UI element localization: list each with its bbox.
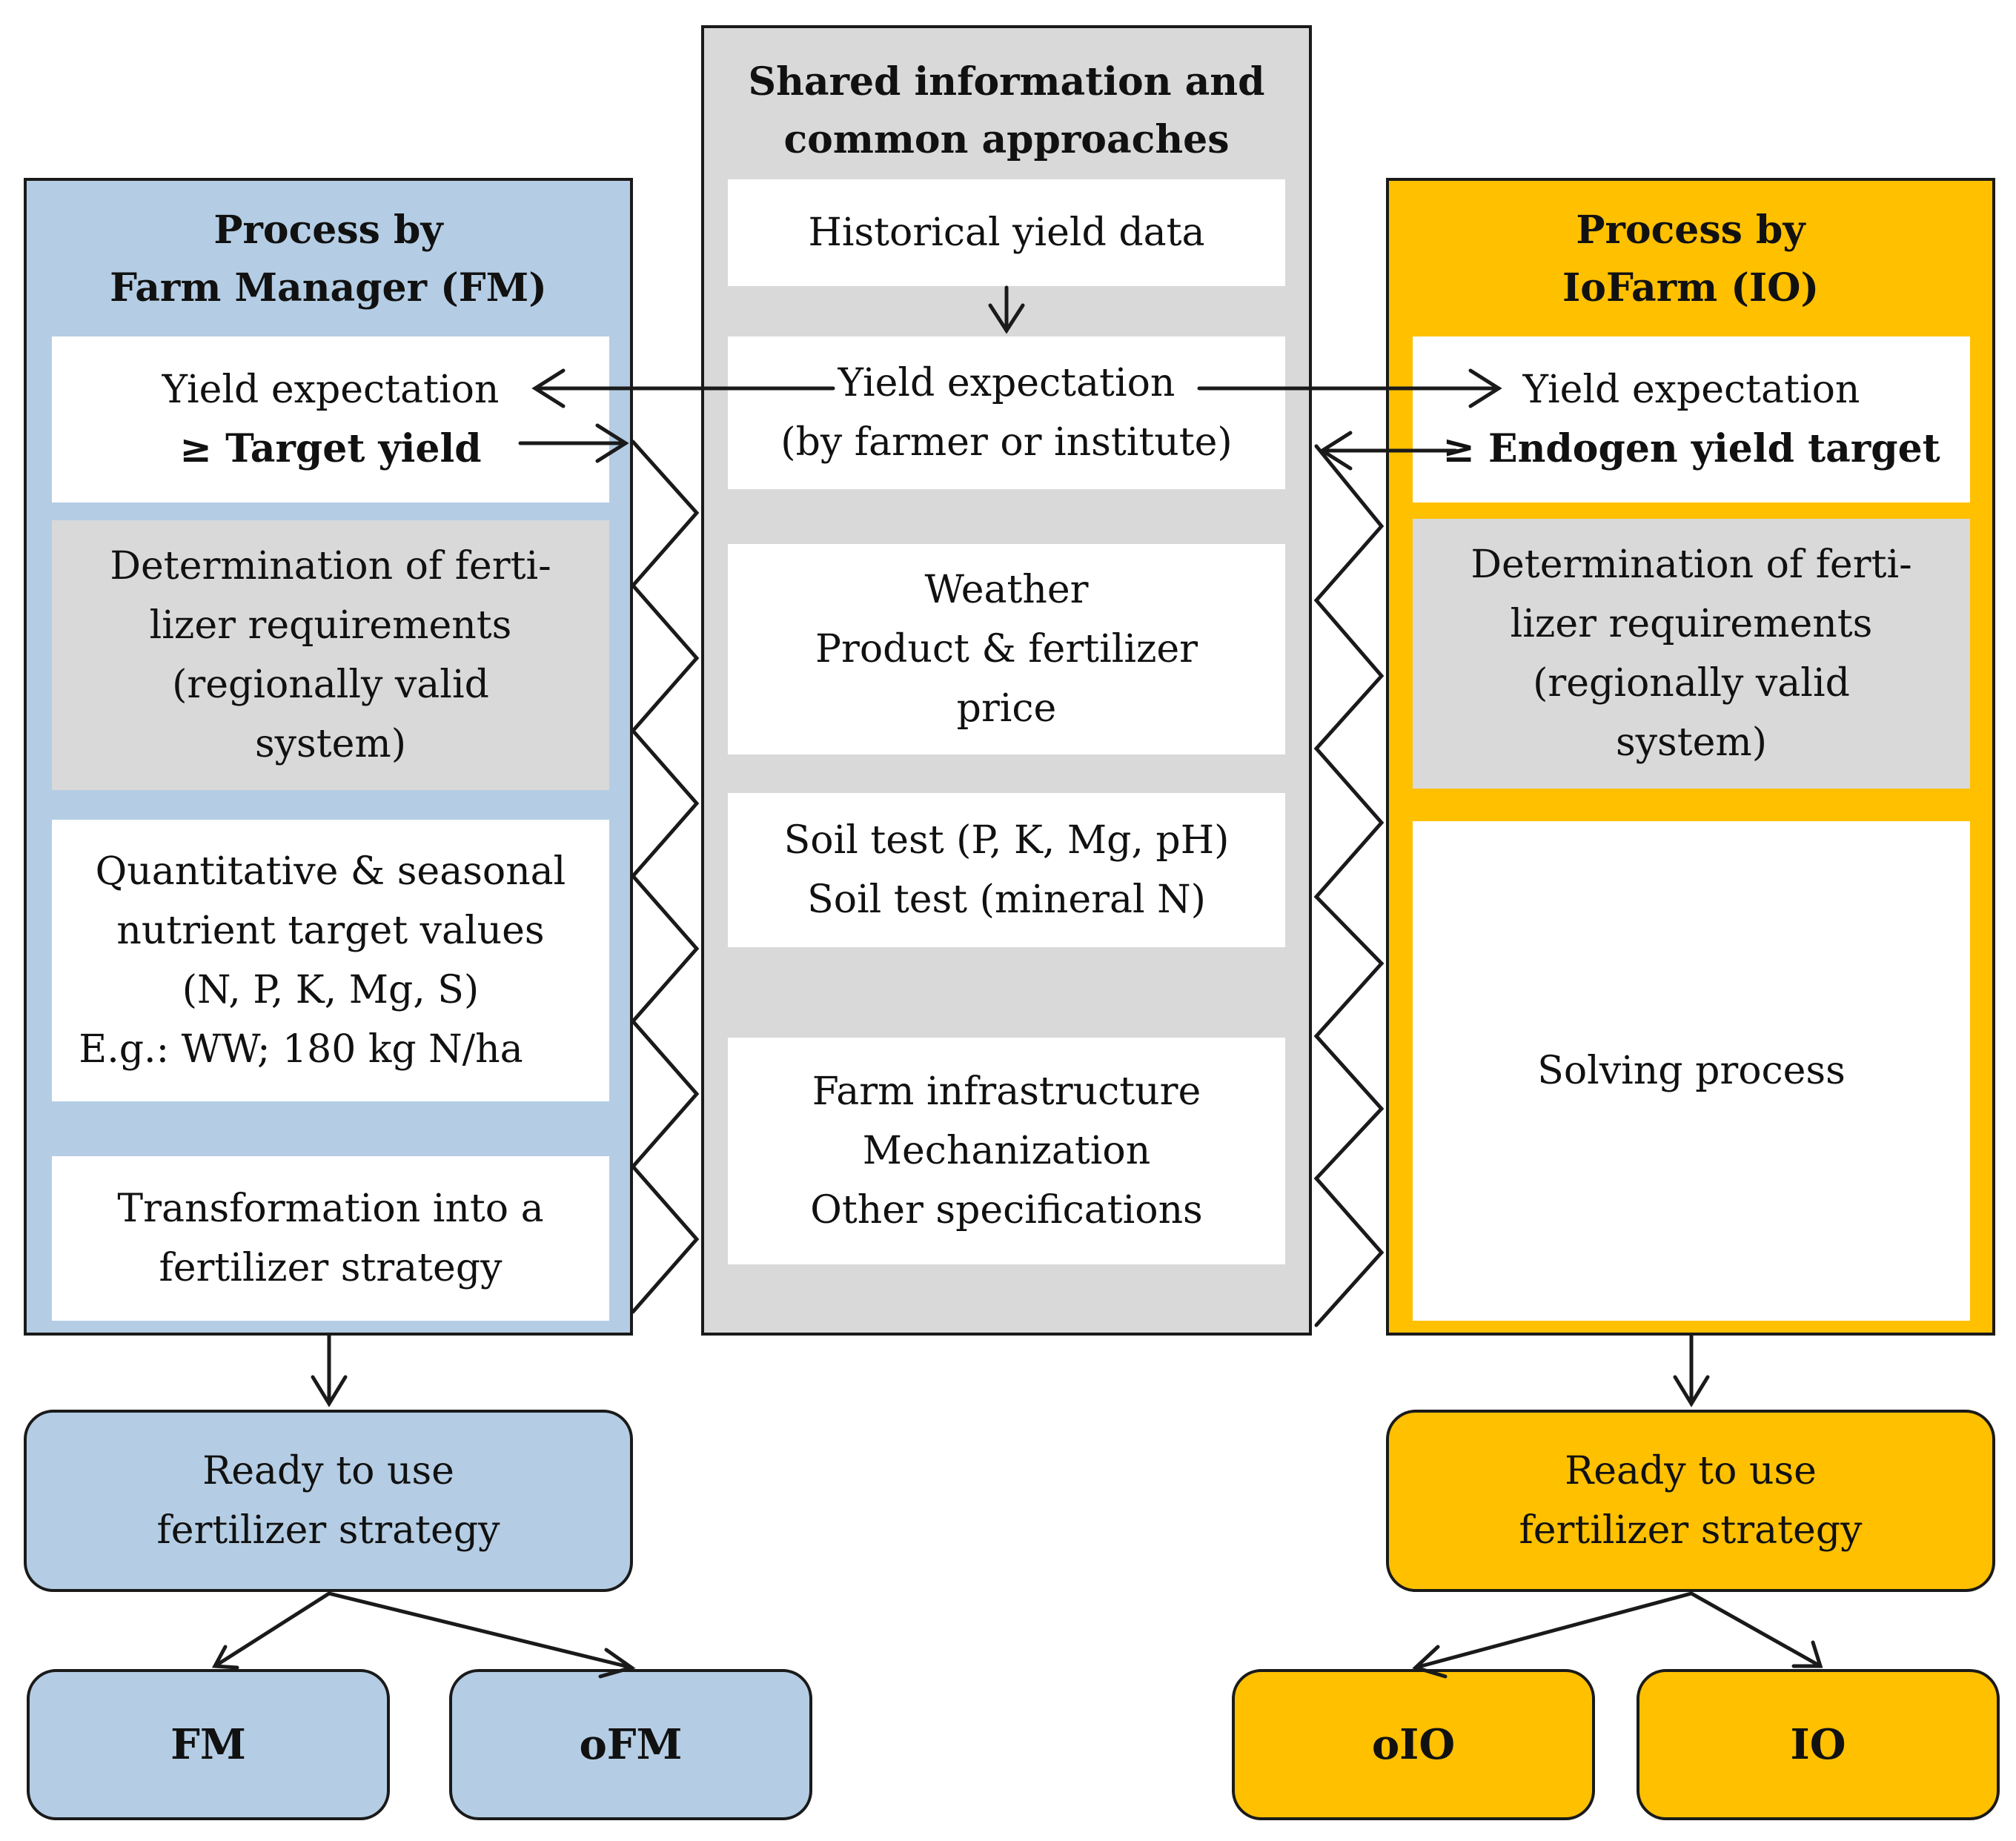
fm-ready-box: Ready to use fertilizer strategy — [24, 1410, 633, 1592]
arrow-ready-to-io — [1689, 1591, 1823, 1668]
fm-fert-req-line-1: Determination of ferti- — [110, 544, 551, 588]
shared-yield-line-2: (by farmer or institute) — [780, 420, 1233, 465]
io-yield-line-1: Yield expectation — [1522, 368, 1860, 412]
io-yield-line-2: ≥ Endogen yield target — [1442, 426, 1940, 471]
fm-title-line-1: Process by — [213, 208, 443, 253]
fm-yield-line-1: Yield expectation — [162, 368, 500, 412]
fm-outcome-label: FM — [170, 1720, 246, 1769]
shared-yield-expectation-box: Yield expectation (by farmer or institut… — [728, 336, 1285, 489]
fm-fert-req-line-3: (regionally valid — [172, 663, 489, 707]
fm-fert-req-line-2: lizer requirements — [149, 603, 512, 648]
io-fert-req-box: Determination of ferti- lizer requiremen… — [1413, 519, 1970, 789]
fm-transform-line-2: fertilizer strategy — [159, 1246, 503, 1290]
fm-nutrient-box: Quantitative & seasonal nutrient target … — [52, 820, 609, 1101]
io-fert-req-line-4: system) — [1615, 720, 1767, 765]
fm-outcome-box: FM — [27, 1669, 390, 1820]
shared-title-line-2: common approaches — [783, 117, 1230, 162]
soil-test-line-2: Soil test (mineral N) — [807, 878, 1206, 922]
arrow-ready-to-fm — [213, 1591, 331, 1668]
fm-nutrient-line-3: (N, P, K, Mg, S) — [182, 968, 480, 1012]
soil-test-box: Soil test (P, K, Mg, pH) Soil test (mine… — [728, 793, 1285, 947]
weather-line-2: Product & fertilizer — [815, 627, 1198, 671]
io-solving-box: Solving process — [1413, 821, 1970, 1321]
io-ready-box: Ready to use fertilizer strategy — [1386, 1410, 1995, 1592]
shared-title-line-1: Shared information and — [748, 59, 1265, 105]
fm-transform-box: Transformation into a fertilizer strateg… — [52, 1156, 609, 1321]
io-outcome-box: IO — [1637, 1669, 2000, 1820]
fm-title: Process by Farm Manager (FM) — [27, 200, 630, 319]
fm-nutrient-line-4: E.g.: WW; 180 kg N/ha — [79, 1027, 523, 1072]
farm-infrastructure-box: Farm infrastructure Mechanization Other … — [728, 1038, 1285, 1264]
fm-ready-line-2: fertilizer strategy — [156, 1508, 500, 1553]
fm-yield-box: Yield expectation ≥ Target yield — [52, 336, 609, 502]
weather-price-box: Weather Product & fertilizer price — [728, 544, 1285, 754]
arrow-ready-to-fm-head — [211, 1645, 239, 1670]
io-ready-line-1: Ready to use — [1565, 1449, 1817, 1493]
io-title-line-1: Process by — [1576, 208, 1806, 253]
arrow-io-to-ready-head — [1673, 1375, 1710, 1407]
io-fert-req-line-3: (regionally valid — [1533, 661, 1850, 706]
shared-io-zigzag — [1313, 444, 1385, 1327]
io-fert-req-line-2: lizer requirements — [1510, 602, 1873, 646]
io-title-line-2: IoFarm (IO) — [1562, 265, 1820, 311]
arrow-ready-to-io-head — [1791, 1640, 1823, 1668]
io-title: Process by IoFarm (IO) — [1389, 200, 1992, 319]
fm-title-line-2: Farm Manager (FM) — [110, 265, 547, 311]
io-outcome-label: IO — [1790, 1720, 1846, 1769]
oio-outcome-box: oIO — [1232, 1669, 1595, 1820]
weather-line-3: price — [956, 686, 1057, 731]
historical-yield-box: Historical yield data — [728, 179, 1285, 286]
io-yield-box: Yield expectation ≥ Endogen yield target — [1413, 336, 1970, 502]
ofm-outcome-box: oFM — [449, 1669, 812, 1820]
fm-yield-line-2: ≥ Target yield — [179, 426, 482, 471]
fm-ready-line-1: Ready to use — [202, 1449, 454, 1493]
arrow-fm-to-ready-head — [311, 1375, 348, 1407]
io-fert-req-line-1: Determination of ferti- — [1470, 543, 1912, 587]
fm-fert-req-line-4: system) — [254, 722, 406, 766]
arrow-io-target-to-shared-head — [1319, 431, 1353, 471]
arrow-ready-to-ofm — [327, 1591, 634, 1670]
oio-outcome-label: oIO — [1371, 1720, 1456, 1769]
io-solving-label: Solving process — [1537, 1049, 1846, 1093]
farm-infra-line-3: Other specifications — [810, 1188, 1203, 1233]
farm-infra-line-2: Mechanization — [862, 1129, 1151, 1173]
fm-shared-zigzag — [630, 439, 700, 1314]
fm-transform-line-1: Transformation into a — [117, 1187, 544, 1231]
historical-yield-label: Historical yield data — [808, 210, 1205, 255]
fm-nutrient-line-2: nutrient target values — [116, 909, 545, 953]
farm-infra-line-1: Farm infrastructure — [812, 1069, 1201, 1114]
weather-line-1: Weather — [924, 568, 1089, 612]
io-ready-line-2: fertilizer strategy — [1519, 1508, 1863, 1553]
soil-test-line-1: Soil test (P, K, Mg, pH) — [783, 818, 1230, 863]
arrow-ready-to-oio — [1413, 1591, 1694, 1670]
ofm-outcome-label: oFM — [579, 1720, 683, 1769]
shared-yield-line-1: Yield expectation — [838, 361, 1176, 405]
fm-fert-req-box: Determination of ferti- lizer requiremen… — [52, 520, 609, 790]
shared-title: Shared information and common approaches — [704, 44, 1309, 178]
fm-nutrient-line-1: Quantitative & seasonal — [95, 849, 566, 894]
